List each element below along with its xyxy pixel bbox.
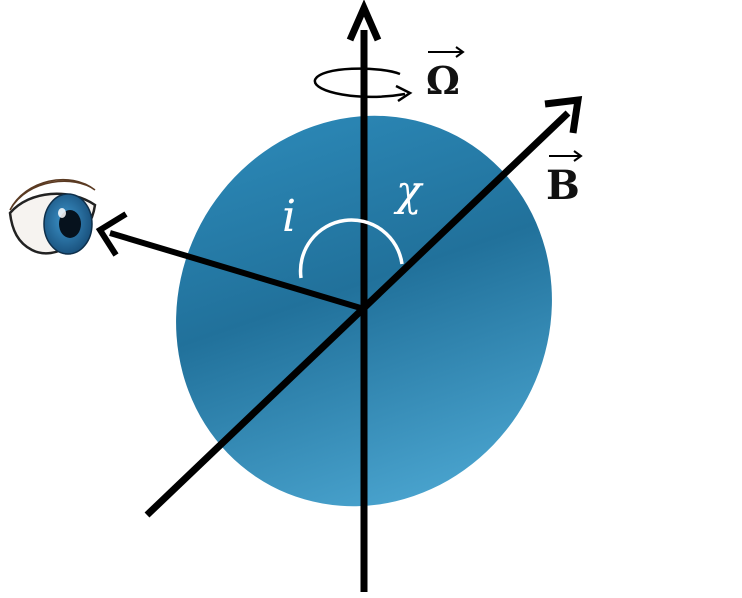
angle-arc [298, 218, 404, 279]
omega-vector-arrow [428, 46, 465, 58]
magnetic-axis [144, 95, 583, 518]
obliquity-label: χ [396, 166, 422, 215]
rotation-arrow-icon [313, 67, 413, 103]
omega-label: Ω [426, 58, 460, 103]
line-of-sight [95, 211, 365, 312]
b-field-label: B [546, 162, 580, 209]
b-vector-arrow [549, 150, 583, 162]
inclination-label: i [282, 191, 297, 242]
eye-icon [8, 178, 97, 255]
